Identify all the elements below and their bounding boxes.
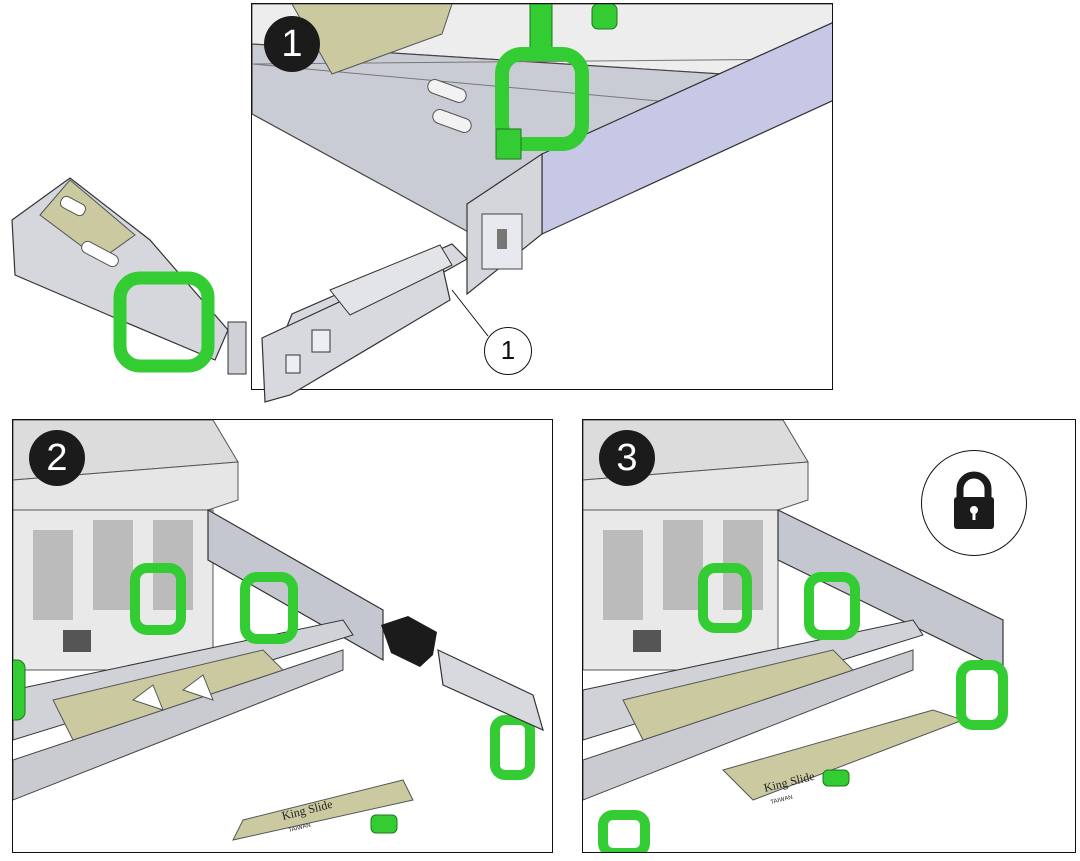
lock-badge bbox=[921, 450, 1027, 556]
step-2-panel: King Slide TAIWAN 2 bbox=[12, 419, 553, 853]
slide-origin-label-step-3: TAIWAN bbox=[770, 795, 793, 806]
step-1-panel: 1 bbox=[251, 3, 833, 390]
step-1-badge: 1 bbox=[264, 16, 320, 72]
step-2-badge: 2 bbox=[29, 430, 85, 486]
rack-rail-illustration bbox=[252, 4, 832, 365]
slide-origin-label: TAIWAN bbox=[288, 823, 311, 834]
lock-icon bbox=[954, 471, 994, 529]
insert-connector-illustration: King Slide TAIWAN bbox=[13, 420, 544, 841]
step-3-panel: King Slide TAIWAN 3 bbox=[582, 419, 1076, 853]
step-3-badge: 3 bbox=[599, 430, 655, 486]
push-arrow-icon bbox=[381, 616, 437, 667]
